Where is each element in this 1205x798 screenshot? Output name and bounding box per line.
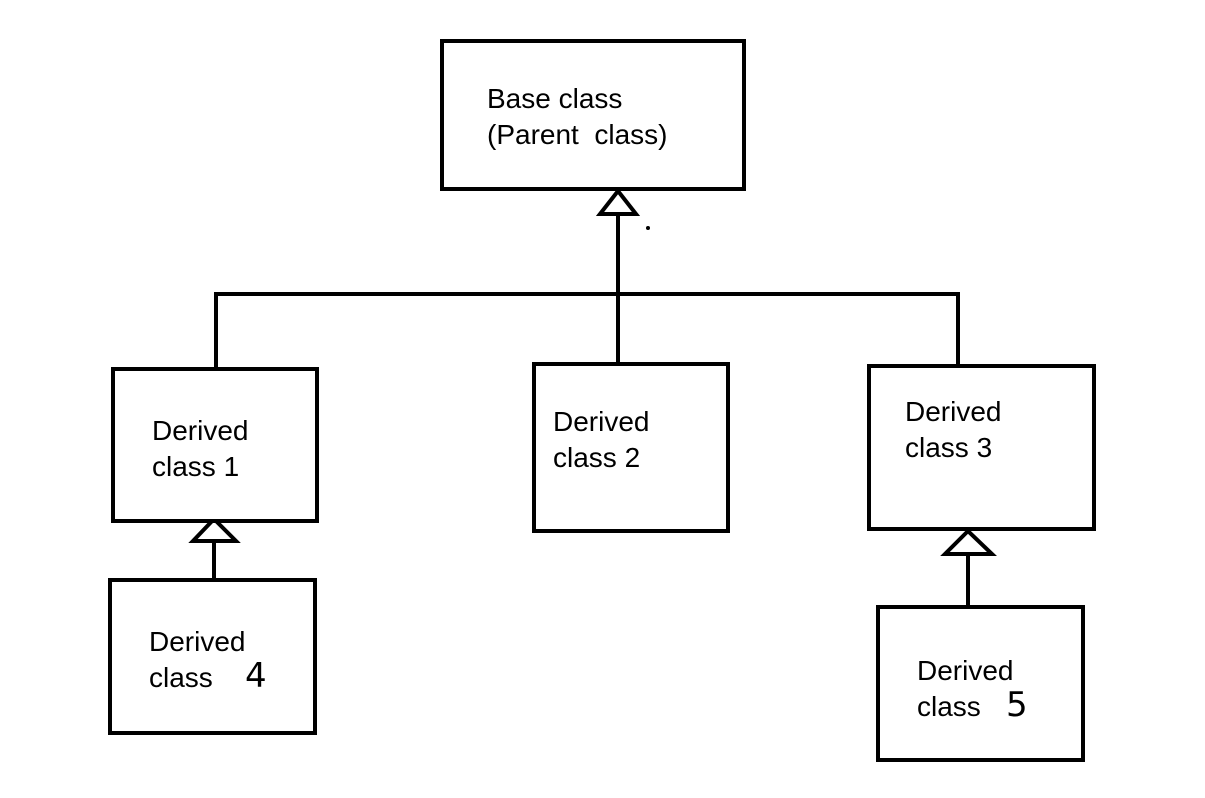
- derived-class-3-label-line2: class 3: [905, 432, 993, 463]
- derived-class-2-box: Derived class 2: [532, 362, 730, 533]
- base-class-label-line2: (Parent class): [487, 119, 668, 150]
- inheritance-arrowhead-derived1: [188, 516, 241, 543]
- derived-class-4-box: Derived class 4: [108, 578, 317, 735]
- inheritance-arrowhead-base: [595, 187, 641, 216]
- derived-class-1-label-line1: Derived: [152, 415, 249, 446]
- base-class-label-line1: Base class: [487, 83, 623, 114]
- derived-class-1-box: Derived class 1: [111, 367, 319, 523]
- derived-class-2-label-line1: Derived: [553, 406, 650, 437]
- derived-class-2-label-line2: class 2: [553, 442, 641, 473]
- derived-class-4-label-line2-prefix: class: [149, 662, 213, 693]
- base-class-box: Base class (Parent class): [440, 39, 746, 191]
- derived-class-4-label-line1: Derived: [149, 626, 246, 657]
- derived-class-4-number: 4: [245, 656, 267, 696]
- derived-class-1-label-line2: class 1: [152, 451, 240, 482]
- derived-class-3-box: Derived class 3: [867, 364, 1096, 531]
- derived-class-5-label-line2-prefix: class: [917, 691, 981, 722]
- derived-class-5-number: 5: [1006, 685, 1028, 725]
- stray-dot: [646, 226, 650, 230]
- derived-class-5-label-line1: Derived: [917, 655, 1014, 686]
- derived-class-5-box: Derived class 5: [876, 605, 1085, 762]
- inheritance-arrowhead-derived3: [940, 528, 997, 556]
- derived-class-3-label-line1: Derived: [905, 396, 1002, 427]
